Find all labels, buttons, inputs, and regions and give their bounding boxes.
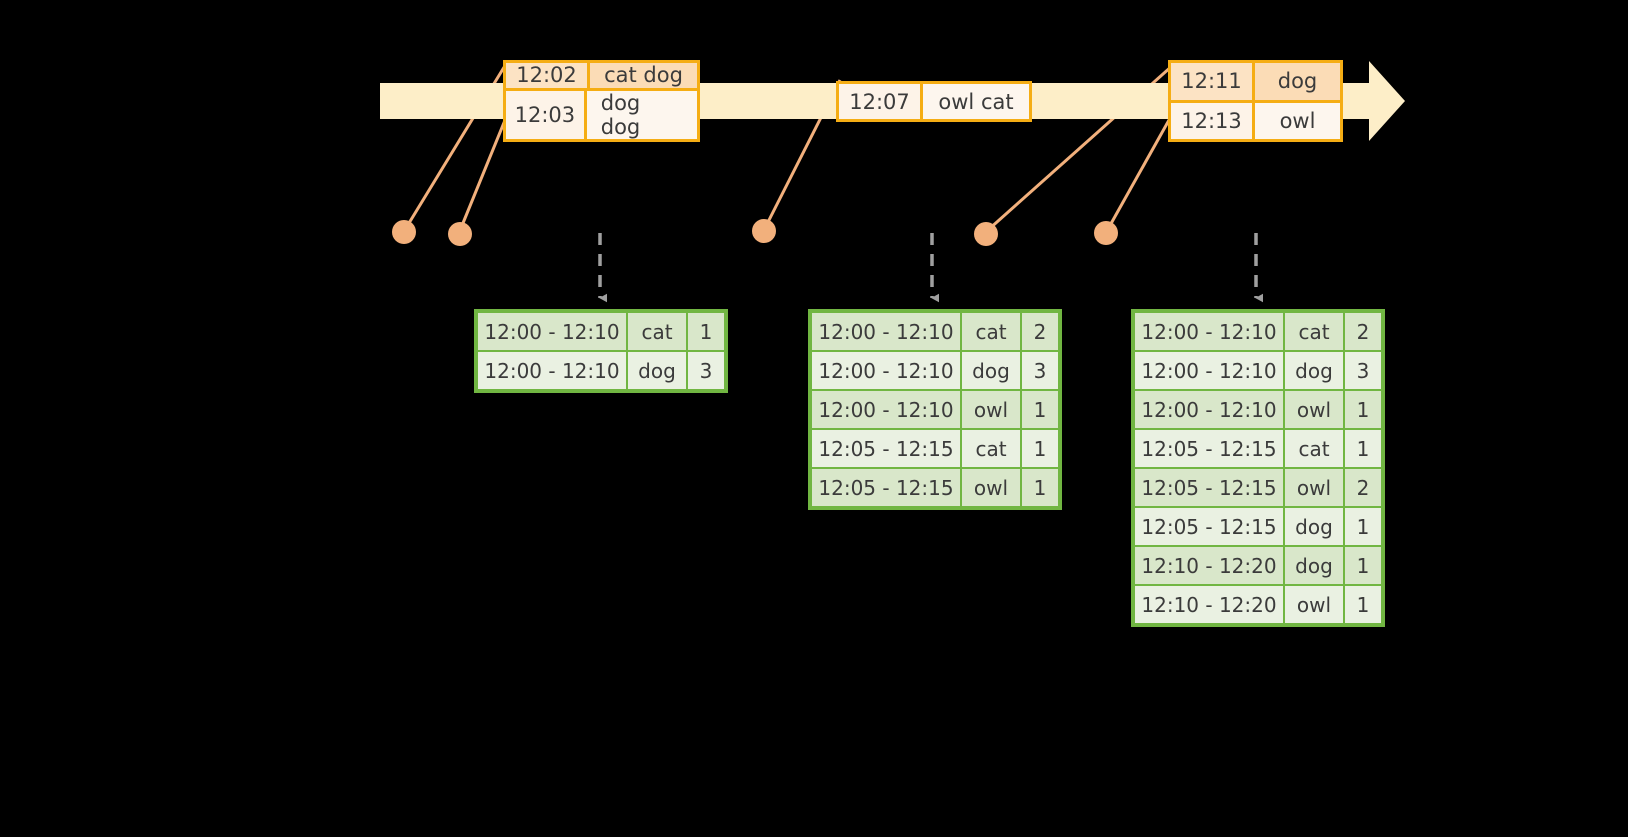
table-row: 12:00 - 12:10 dog 3: [1135, 352, 1381, 389]
cell-key: owl: [1285, 469, 1343, 506]
cell-key: cat: [628, 313, 686, 350]
cell-window: 12:00 - 12:10: [812, 391, 960, 428]
result-table-3: 12:00 - 12:10 cat 2 12:00 - 12:10 dog 3 …: [1131, 309, 1385, 627]
cell-window: 12:05 - 12:15: [1135, 430, 1283, 467]
event-time: 12:11: [1171, 63, 1255, 100]
leader-line-3: [764, 79, 842, 227]
cell-window: 12:00 - 12:10: [812, 352, 960, 389]
table-row: 12:05 - 12:15 owl 2: [1135, 469, 1381, 506]
cell-count: 3: [1345, 352, 1381, 389]
cell-count: 1: [1345, 508, 1381, 545]
stream-dot-2: [448, 222, 472, 246]
cell-key: cat: [1285, 430, 1343, 467]
cell-count: 1: [1022, 430, 1058, 467]
cell-count: 2: [1022, 313, 1058, 350]
result-table-1: 12:00 - 12:10 cat 1 12:00 - 12:10 dog 3: [474, 309, 728, 393]
event-value: owl cat: [923, 84, 1029, 119]
result-table-2: 12:00 - 12:10 cat 2 12:00 - 12:10 dog 3 …: [808, 309, 1062, 510]
table-row: 12:00 - 12:10 cat 1: [478, 313, 724, 350]
event-box-group-2[interactable]: 12:07 owl cat: [836, 81, 1032, 122]
event-row[interactable]: 12:13 owl: [1171, 99, 1340, 139]
cell-key: cat: [1285, 313, 1343, 350]
event-value: cat dog: [590, 63, 697, 88]
cell-count: 3: [1022, 352, 1058, 389]
table-row: 12:05 - 12:15 cat 1: [1135, 430, 1381, 467]
cell-window: 12:00 - 12:10: [812, 313, 960, 350]
cell-window: 12:05 - 12:15: [812, 430, 960, 467]
table-row: 12:00 - 12:10 cat 2: [812, 313, 1058, 350]
cell-key: dog: [1285, 352, 1343, 389]
emit-arrows: [598, 233, 1263, 303]
table-row: 12:10 - 12:20 dog 1: [1135, 547, 1381, 584]
table-row: 12:05 - 12:15 dog 1: [1135, 508, 1381, 545]
table-row: 12:00 - 12:10 dog 3: [812, 352, 1058, 389]
table-row: 12:05 - 12:15 owl 1: [812, 469, 1058, 506]
table-row: 12:10 - 12:20 owl 1: [1135, 586, 1381, 623]
event-box-group-3[interactable]: 12:11 dog 12:13 owl: [1168, 60, 1343, 142]
stream-dot-3: [752, 219, 776, 243]
cell-key: owl: [962, 391, 1020, 428]
cell-window: 12:05 - 12:15: [1135, 469, 1283, 506]
event-value: dog: [1255, 63, 1340, 100]
event-time: 12:07: [839, 84, 923, 119]
cell-window: 12:00 - 12:10: [1135, 313, 1283, 350]
stream-dot-4: [974, 222, 998, 246]
cell-key: dog: [1285, 547, 1343, 584]
cell-key: owl: [962, 469, 1020, 506]
cell-count: 1: [1345, 430, 1381, 467]
event-row[interactable]: 12:02 cat dog: [506, 63, 697, 88]
cell-key: cat: [962, 430, 1020, 467]
event-box-group-1[interactable]: 12:02 cat dog 12:03 dog dog: [503, 60, 700, 142]
event-row[interactable]: 12:11 dog: [1171, 63, 1340, 100]
table-row: 12:00 - 12:10 owl 1: [1135, 391, 1381, 428]
cell-key: dog: [962, 352, 1020, 389]
cell-window: 12:00 - 12:10: [478, 352, 626, 389]
cell-window: 12:00 - 12:10: [1135, 352, 1283, 389]
cell-key: owl: [1285, 391, 1343, 428]
cell-count: 1: [1022, 469, 1058, 506]
event-value: dog dog: [586, 90, 697, 139]
cell-window: 12:10 - 12:20: [1135, 586, 1283, 623]
stream-dot-5: [1094, 221, 1118, 245]
cell-window: 12:05 - 12:15: [812, 469, 960, 506]
leader-line-1: [404, 63, 508, 229]
table-row: 12:00 - 12:10 owl 1: [812, 391, 1058, 428]
cell-count: 2: [1345, 313, 1381, 350]
cell-key: owl: [1285, 586, 1343, 623]
cell-window: 12:10 - 12:20: [1135, 547, 1283, 584]
table-row: 12:00 - 12:10 cat 2: [1135, 313, 1381, 350]
cell-count: 3: [688, 352, 724, 389]
cell-count: 1: [1345, 391, 1381, 428]
cell-key: cat: [962, 313, 1020, 350]
cell-key: dog: [628, 352, 686, 389]
stream-dot-1: [392, 220, 416, 244]
event-value: owl: [1255, 102, 1340, 139]
cell-count: 1: [1022, 391, 1058, 428]
table-row: 12:05 - 12:15 cat 1: [812, 430, 1058, 467]
cell-count: 1: [1345, 547, 1381, 584]
cell-window: 12:00 - 12:10: [1135, 391, 1283, 428]
event-row[interactable]: 12:07 owl cat: [839, 84, 1029, 119]
event-time: 12:13: [1171, 102, 1255, 139]
event-time: 12:03: [506, 90, 587, 139]
cell-count: 1: [1345, 586, 1381, 623]
table-row: 12:00 - 12:10 dog 3: [478, 352, 724, 389]
event-time: 12:02: [506, 63, 590, 88]
cell-window: 12:00 - 12:10: [478, 313, 626, 350]
event-row[interactable]: 12:03 dog dog: [506, 87, 697, 139]
cell-count: 1: [688, 313, 724, 350]
cell-key: dog: [1285, 508, 1343, 545]
cell-window: 12:05 - 12:15: [1135, 508, 1283, 545]
cell-count: 2: [1345, 469, 1381, 506]
